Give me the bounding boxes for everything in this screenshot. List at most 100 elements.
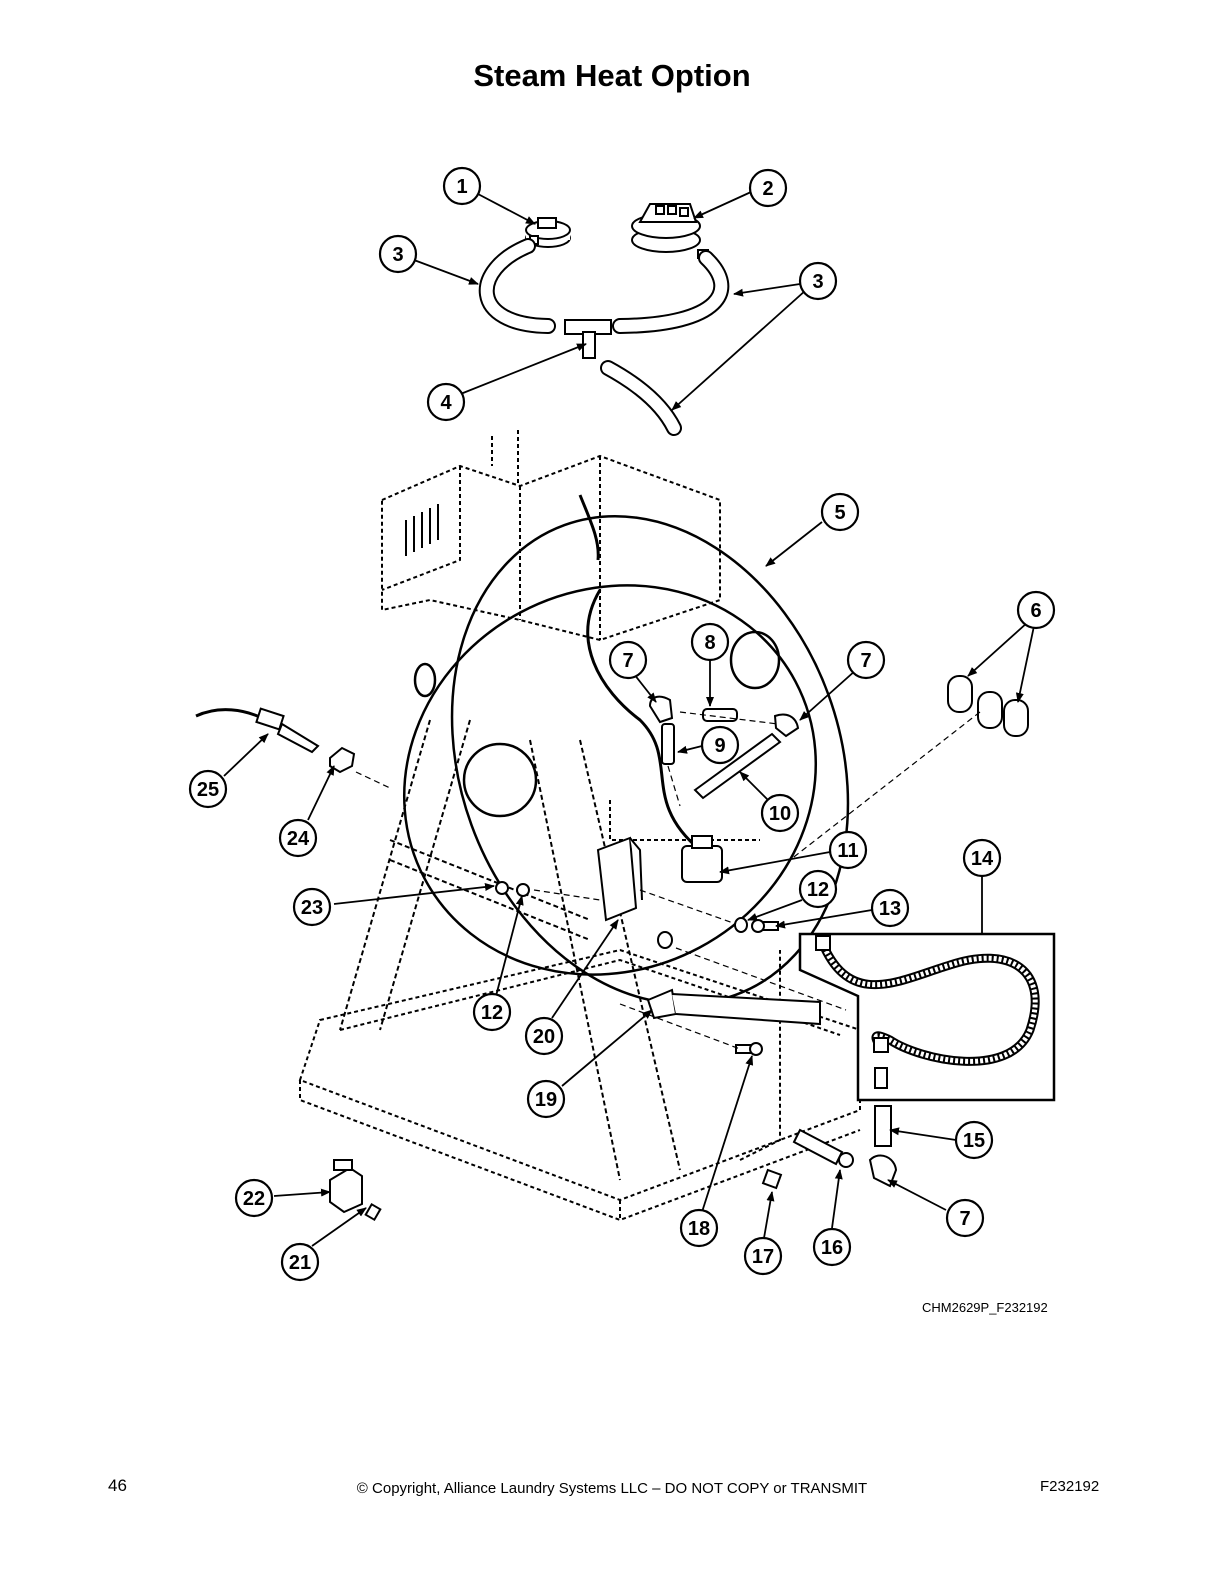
callout-circle xyxy=(846,640,886,680)
fasteners xyxy=(495,881,779,1056)
callout-4: 4 xyxy=(426,382,466,422)
callout-15: 15 xyxy=(954,1120,994,1160)
callout-label: 17 xyxy=(752,1246,774,1268)
callout-11: 11 xyxy=(828,830,868,870)
document-id: F232192 xyxy=(1040,1478,1100,1495)
callout-circle xyxy=(472,992,512,1032)
callout-circle xyxy=(828,830,868,870)
callout-label: 12 xyxy=(807,879,829,901)
callout-circle xyxy=(945,1198,985,1238)
copyright-notice: © Copyright, Alliance Laundry Systems LL… xyxy=(356,1480,868,1497)
callout-label: 1 xyxy=(456,176,467,198)
callout-16: 16 xyxy=(812,1227,852,1267)
callout-circle xyxy=(1016,590,1056,630)
callout-label: 20 xyxy=(533,1026,555,1048)
wire-harness-top xyxy=(578,494,600,561)
callout-label: 2 xyxy=(762,178,773,200)
callout-circle xyxy=(292,887,332,927)
hose-assembly xyxy=(478,238,730,436)
callout-circle xyxy=(760,793,800,833)
callout-label: 5 xyxy=(834,502,845,524)
callout-label: 4 xyxy=(440,392,452,414)
callout-label: 25 xyxy=(197,779,219,801)
callout-1: 1 xyxy=(442,166,482,206)
callout-5: 5 xyxy=(820,492,860,532)
callout-label: 12 xyxy=(481,1002,503,1024)
callout-label: 19 xyxy=(535,1089,557,1111)
tee-fitting xyxy=(564,319,612,359)
callout-label: 11 xyxy=(837,840,858,862)
callout-12: 12 xyxy=(472,992,512,1032)
callout-label: 22 xyxy=(243,1188,265,1210)
callout-23: 23 xyxy=(292,887,332,927)
page-title: Steam Heat Option xyxy=(473,58,751,93)
support-frame xyxy=(339,719,681,1181)
callout-12: 12 xyxy=(798,869,838,909)
page-number: 46 xyxy=(108,1476,127,1495)
steam-fittings xyxy=(648,695,800,800)
callout-circle xyxy=(798,261,838,301)
callout-circle xyxy=(524,1016,564,1056)
callout-3: 3 xyxy=(798,261,838,301)
callout-circle xyxy=(234,1178,274,1218)
callout-circle xyxy=(608,640,648,680)
callout-circle xyxy=(526,1079,566,1119)
callout-label: 3 xyxy=(812,271,823,293)
callout-label: 3 xyxy=(392,244,403,266)
callout-circle xyxy=(954,1120,994,1160)
callout-circle xyxy=(690,622,730,662)
temperature-probe xyxy=(195,707,320,754)
callout-circle xyxy=(812,1227,852,1267)
vent-grille xyxy=(405,504,439,556)
callout-13: 13 xyxy=(870,888,910,928)
figure-id: CHM2629P_F232192 xyxy=(922,1300,1048,1315)
callout-label: 16 xyxy=(821,1237,843,1259)
callout-label: 10 xyxy=(769,803,791,825)
callout-circle xyxy=(188,769,228,809)
callout-circle xyxy=(820,492,860,532)
callout-21: 21 xyxy=(280,1242,320,1282)
callout-6: 6 xyxy=(1016,590,1056,630)
callout-label: 21 xyxy=(289,1252,311,1274)
hose-assembly-inner xyxy=(480,240,728,434)
callout-7: 7 xyxy=(846,640,886,680)
callout-circle xyxy=(679,1208,719,1248)
callout-19: 19 xyxy=(526,1079,566,1119)
callout-label: 15 xyxy=(963,1130,985,1152)
callout-circle xyxy=(743,1236,783,1276)
leader-lines xyxy=(223,191,1035,1247)
callout-label: 23 xyxy=(301,897,323,919)
callout-label: 8 xyxy=(704,632,715,654)
callout-20: 20 xyxy=(524,1016,564,1056)
callout-circle xyxy=(798,869,838,909)
pressure-switch-large xyxy=(631,203,709,259)
callout-label: 24 xyxy=(287,828,310,850)
hole-plugs xyxy=(947,675,1029,737)
callout-label: 13 xyxy=(879,898,901,920)
callout-circle xyxy=(442,166,482,206)
callout-circle xyxy=(278,818,318,858)
callout-circle xyxy=(280,1242,320,1282)
callout-9: 9 xyxy=(700,725,740,765)
wire-harness xyxy=(586,589,701,852)
steam-strainer xyxy=(329,1159,382,1222)
callout-25: 25 xyxy=(188,769,228,809)
valve-bracket xyxy=(596,836,643,922)
callout-label: 9 xyxy=(714,735,725,757)
callout-24: 24 xyxy=(278,818,318,858)
callout-3: 3 xyxy=(378,234,418,274)
callout-circle xyxy=(748,168,788,208)
callout-circle xyxy=(426,382,466,422)
callout-14: 14 xyxy=(962,838,1002,878)
callout-18: 18 xyxy=(679,1208,719,1248)
callout-10: 10 xyxy=(760,793,800,833)
callout-label: 7 xyxy=(959,1208,970,1230)
callout-label: 6 xyxy=(1030,600,1041,622)
callout-circle xyxy=(870,888,910,928)
callout-2: 2 xyxy=(748,168,788,208)
solenoid-valve xyxy=(681,835,723,883)
callout-label: 7 xyxy=(860,650,871,672)
callout-circle xyxy=(962,838,1002,878)
